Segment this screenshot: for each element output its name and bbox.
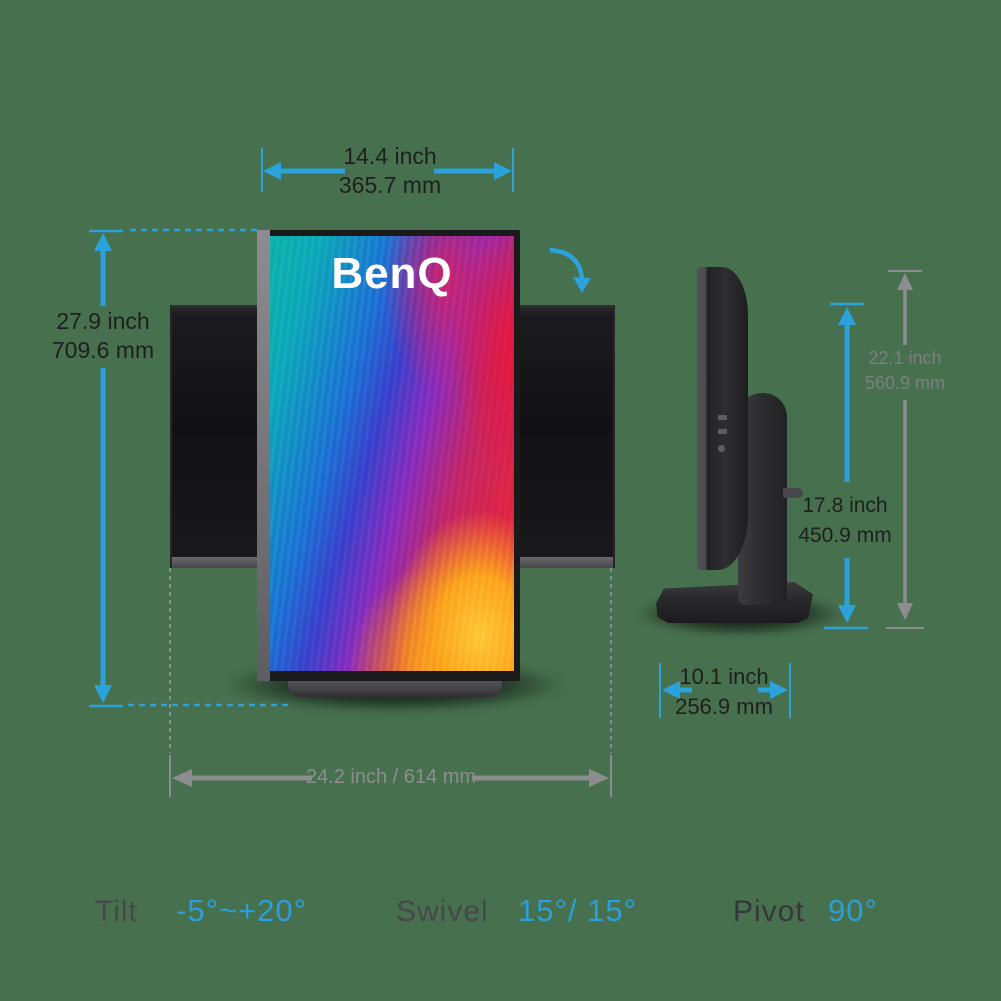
screen-width-label: 14.4 inch 365.7 mm xyxy=(265,142,515,200)
total-height-inch: 22.1 inch xyxy=(868,348,942,368)
total-width-label: 24.2 inch / 614 mm xyxy=(241,766,541,789)
base-depth-inch: 10.1 inch xyxy=(679,664,769,689)
pivot-height-inch: 27.9 inch xyxy=(56,308,150,334)
side-view-panel xyxy=(697,267,748,570)
swivel-label: Swivel xyxy=(396,895,489,928)
swivel-value: 15°/ 15° xyxy=(518,893,637,928)
side-view-cable-hook xyxy=(783,488,803,498)
base-depth-label: 10.1 inch 256.9 mm xyxy=(654,662,794,722)
pivot-height-arrow xyxy=(89,229,123,708)
tilt-label: Tilt xyxy=(95,895,138,928)
total-height-arrow xyxy=(886,270,924,629)
pivot-height-mm: 709.6 mm xyxy=(51,337,155,363)
base-depth-mm: 256.9 mm xyxy=(675,694,773,719)
hdmi-port-icon xyxy=(718,415,727,420)
benq-logo: BenQ xyxy=(331,249,453,298)
monitor-side-edge xyxy=(257,230,270,681)
side-view-stand-base xyxy=(656,582,813,623)
pivot-rotation-arrow xyxy=(549,247,591,293)
audio-jack-icon xyxy=(718,445,725,452)
pivot-value: 90° xyxy=(828,893,878,928)
portrait-monitor: BenQ xyxy=(257,230,520,681)
monitor-screen: BenQ xyxy=(270,236,514,671)
stand-height-label: 17.8 inch 450.9 mm xyxy=(775,491,915,551)
stand-height-mm: 450.9 mm xyxy=(798,524,892,547)
total-height-mm: 560.9 mm xyxy=(864,373,946,393)
usb-port-icon xyxy=(718,429,727,434)
pivot-height-label: 27.9 inch 709.6 mm xyxy=(23,307,183,365)
stand-height-inch: 17.8 inch xyxy=(802,494,888,517)
screen-width-mm: 365.7 mm xyxy=(338,172,442,198)
tilt-value: -5°~+20° xyxy=(176,893,308,928)
screen-width-inch: 14.4 inch xyxy=(343,143,437,169)
total-width-value: 24.2 inch / 614 mm xyxy=(305,766,477,788)
pivot-label: Pivot xyxy=(733,895,805,928)
total-height-label: 22.1 inch 560.9 mm xyxy=(835,346,975,396)
